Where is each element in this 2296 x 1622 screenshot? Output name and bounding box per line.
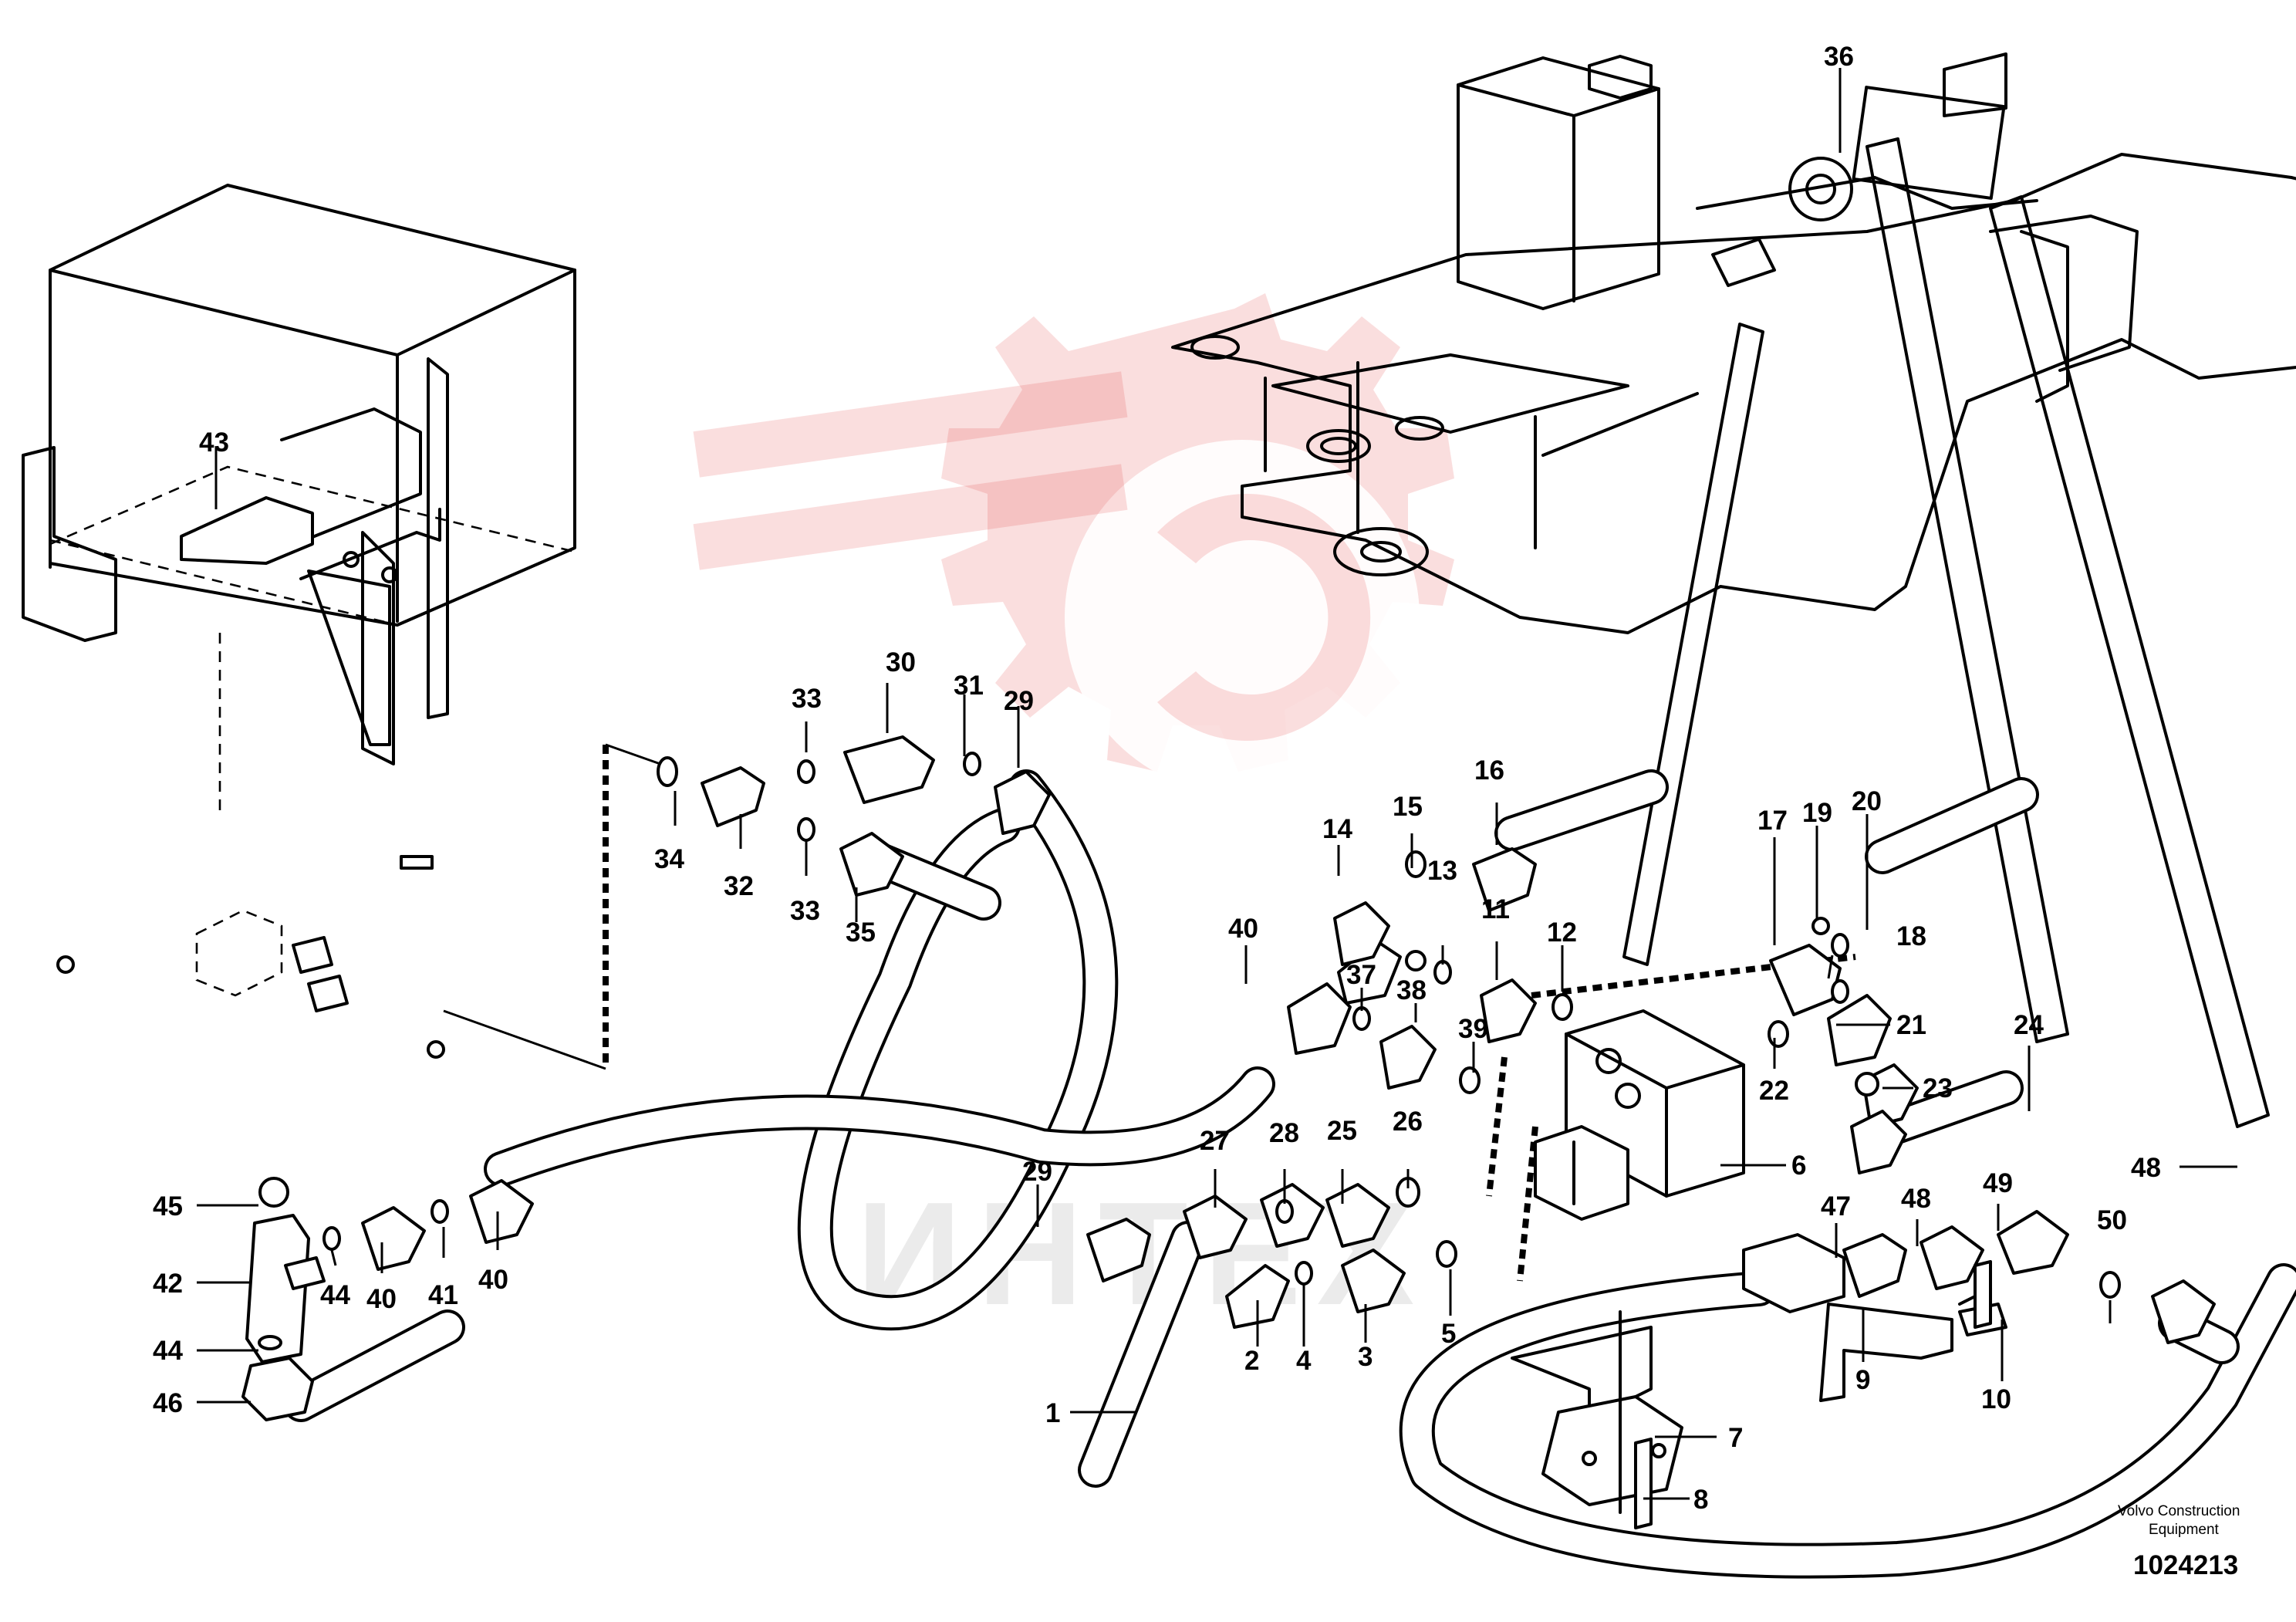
callout-34: 34 <box>654 844 684 874</box>
callout-10: 10 <box>1981 1384 2011 1414</box>
callout-3: 3 <box>1358 1342 1373 1372</box>
callout-27: 27 <box>1200 1126 1230 1156</box>
callout-22: 22 <box>1759 1076 1789 1106</box>
callout-12: 12 <box>1547 917 1577 948</box>
callout-33b: 33 <box>790 896 820 926</box>
fittings <box>241 735 2216 1529</box>
callout-44b: 44 <box>320 1280 350 1310</box>
callout-2: 2 <box>1244 1346 1259 1376</box>
machine-frame <box>1171 52 2296 634</box>
callout-45: 45 <box>153 1191 183 1222</box>
callout-8: 8 <box>1693 1485 1708 1515</box>
hidden-line-6b <box>1517 1126 1538 1282</box>
callout-14: 14 <box>1322 814 1352 844</box>
valve-block-6 <box>1534 1009 1745 1221</box>
bracket-9 <box>1742 1233 1992 1402</box>
callout-11: 11 <box>1481 894 1510 924</box>
callout-40a: 40 <box>1228 914 1258 944</box>
callout-4: 4 <box>1296 1346 1312 1376</box>
callout-37: 38 <box>1396 975 1427 1005</box>
callout-35: 35 <box>846 917 876 948</box>
hidden-line-6a <box>1486 1056 1508 1197</box>
callout-29a: 29 <box>1004 686 1034 716</box>
callout-19: 19 <box>1802 798 1832 828</box>
callout-29b: 29 <box>1022 1157 1052 1187</box>
callout-47: 46 <box>153 1388 183 1418</box>
callout-24: 24 <box>2014 1010 2044 1040</box>
callout-30: 30 <box>886 647 916 678</box>
callout-48a: 47 <box>1821 1191 1851 1222</box>
callout-41: 40 <box>366 1284 397 1314</box>
callout-13: 13 <box>1427 856 1457 886</box>
hoses <box>283 769 2296 1579</box>
tank-46 <box>22 184 576 1059</box>
control-rods <box>1622 137 2270 1128</box>
callout-9: 9 <box>1855 1365 1870 1395</box>
callout-6: 6 <box>1791 1151 1806 1181</box>
callout-43b: 42 <box>153 1269 183 1299</box>
callout-51: 50 <box>2097 1205 2127 1235</box>
callout-23: 23 <box>1923 1073 1953 1103</box>
callout-32: 32 <box>724 871 754 901</box>
leader-lines <box>197 68 2237 1500</box>
callout-16: 16 <box>1474 755 1504 786</box>
callout-26: 26 <box>1393 1107 1423 1137</box>
callout-44a: 44 <box>153 1336 183 1366</box>
callout-36: 36 <box>1824 42 1854 72</box>
callout-50: 49 <box>1983 1168 2013 1198</box>
callout-17: 17 <box>1757 806 1788 836</box>
hidden-line-18 <box>1531 954 1856 999</box>
callout-38: 39 <box>1458 1014 1488 1044</box>
callout-21: 21 <box>1896 1010 1926 1040</box>
callout-39: 37 <box>1346 960 1376 990</box>
callout-31: 31 <box>954 671 984 701</box>
callout-5: 5 <box>1441 1319 1456 1349</box>
callout-40c: 40 <box>478 1265 508 1295</box>
callout-20: 20 <box>1852 786 1882 816</box>
callout-labels: 43 36 33 30 31 29 34 32 33 35 16 15 14 1… <box>153 42 2161 1515</box>
drawing-number: 1024213 <box>2133 1550 2238 1580</box>
watermark-logo <box>693 293 1454 795</box>
callout-15: 15 <box>1393 792 1423 822</box>
callout-49: 48 <box>1901 1184 1931 1214</box>
callout-25: 25 <box>1327 1116 1357 1146</box>
callout-1: 1 <box>1045 1398 1060 1428</box>
callout-7: 7 <box>1728 1423 1743 1453</box>
callout-33a: 33 <box>792 684 822 714</box>
callout-18: 18 <box>1896 921 1926 951</box>
callout-42: 41 <box>428 1280 458 1310</box>
callout-28: 28 <box>1269 1118 1299 1148</box>
callout-48b: 48 <box>2131 1153 2161 1183</box>
callout-46: 43 <box>199 427 229 458</box>
